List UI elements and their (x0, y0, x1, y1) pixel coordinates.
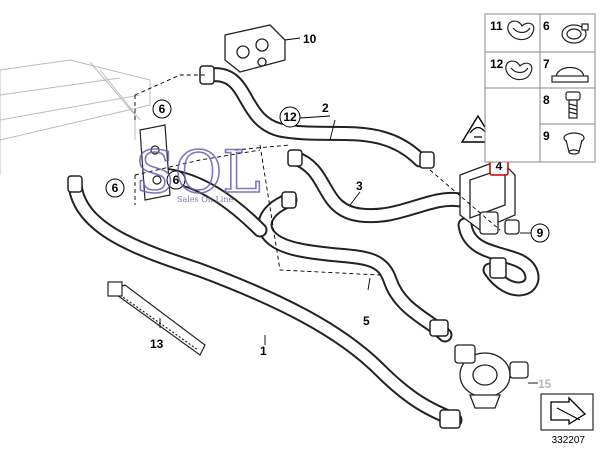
callout-9-label: 9 (537, 226, 544, 240)
legend-9: 9 (543, 129, 550, 143)
legend-panel: 11 6 12 7 8 9 (484, 13, 596, 163)
legend-8: 8 (543, 93, 550, 107)
callout-12: 12 (279, 106, 301, 128)
hose-ends (67, 65, 507, 429)
legend-11: 11 (490, 19, 503, 33)
dashed-boxes (134, 74, 501, 276)
callout-12-label: 12 (283, 110, 297, 124)
legend-6: 6 (543, 19, 550, 33)
hose-5 (257, 192, 453, 343)
clip-12-icon (505, 60, 533, 81)
callout-1: 1 (260, 344, 267, 358)
clamp-6-icon (561, 23, 589, 44)
callout-4-label: 4 (496, 159, 503, 173)
heater-core (0, 59, 151, 175)
callout-6b-label: 6 (112, 181, 119, 195)
callout-3: 3 (356, 179, 363, 193)
watermark-tagline: Sales On Line (177, 195, 233, 204)
pump-15 (454, 344, 529, 409)
orientation-arrow-box (540, 393, 594, 431)
diagram-number: 332207 (552, 435, 586, 446)
valve-4 (459, 159, 520, 235)
clamp-7-icon (551, 66, 589, 83)
callout-6a: 6 (152, 99, 172, 119)
grommet-9-icon (563, 132, 585, 155)
screw-8-icon (565, 91, 581, 119)
mount-bracket (139, 124, 171, 201)
clip-11-icon (507, 20, 535, 41)
callout-6a-label: 6 (159, 102, 166, 116)
callout-10: 10 (303, 32, 317, 46)
hose-2 (202, 67, 428, 168)
cable-tie-13 (107, 281, 206, 356)
legend-7: 7 (543, 57, 550, 71)
callout-6c-label: 6 (173, 173, 180, 187)
callout-15: 15 (538, 377, 552, 391)
callout-5: 5 (363, 314, 370, 328)
legend-12: 12 (490, 57, 504, 71)
bracket-10 (224, 24, 286, 73)
callout-13: 13 (150, 337, 164, 351)
hose-3 (287, 150, 540, 297)
watermark-logo-text: SOL (135, 138, 261, 206)
callout-9: 9 (530, 223, 550, 243)
callout-6b: 6 (105, 178, 125, 198)
callout-2: 2 (322, 101, 329, 115)
watermark-logo: SOL Sales On Line (134, 137, 261, 207)
callout-6c: 6 (166, 170, 186, 190)
